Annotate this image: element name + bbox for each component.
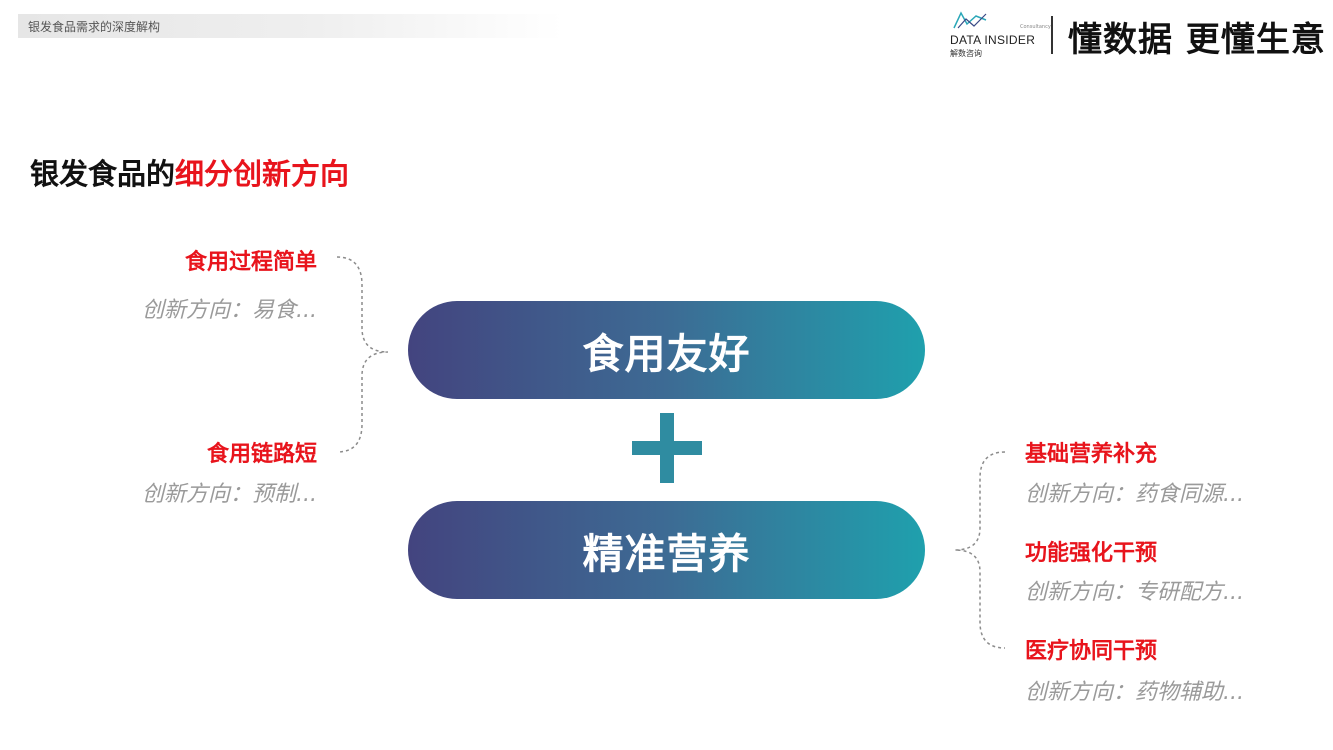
right-item-desc-2: 创新方向：专研配方... (1025, 580, 1244, 605)
logo-small-text: Consultancy (1020, 24, 1051, 30)
pill-food-friendly: 食用友好 (408, 301, 925, 399)
header-divider (1051, 16, 1053, 54)
header-breadcrumb-bar: 银发食品需求的深度解构 (18, 14, 563, 38)
right-item-desc-1: 创新方向：药食同源... (1025, 482, 1244, 507)
right-item-label-3: 医疗协同干预 (1025, 639, 1158, 664)
right-item-desc-3: 创新方向：药物辅助... (1025, 680, 1244, 705)
breadcrumb: 银发食品需求的深度解构 (28, 20, 161, 34)
logo-brand-text: DATA INSIDER (950, 33, 1036, 47)
data-insider-logo: Consultancy DATA INSIDER 解数咨询 (950, 10, 1051, 58)
right-item-label-2: 功能强化干预 (1025, 541, 1158, 566)
slogan: 懂数据 更懂生意 (1068, 20, 1326, 60)
page-title-accent: 细分创新方向 (175, 157, 350, 191)
right-item-label-1: 基础营养补充 (1025, 442, 1158, 467)
logo-mark-icon (953, 11, 987, 29)
left-item-label-2: 食用链路短 (206, 442, 317, 467)
left-bracket (336, 256, 389, 453)
left-item-desc-1: 创新方向：易食... (142, 298, 317, 323)
right-bracket (954, 451, 1006, 649)
page-title: 银发食品的细分创新方向 (30, 151, 349, 193)
plus-icon (632, 413, 702, 483)
logo-cn-text: 解数咨询 (950, 49, 982, 58)
pill-precise-nutrition: 精准营养 (408, 501, 925, 599)
left-item-desc-2: 创新方向：预制... (142, 482, 317, 507)
page-title-prefix: 银发食品的 (30, 157, 176, 191)
left-item-label-1: 食用过程简单 (184, 250, 317, 275)
